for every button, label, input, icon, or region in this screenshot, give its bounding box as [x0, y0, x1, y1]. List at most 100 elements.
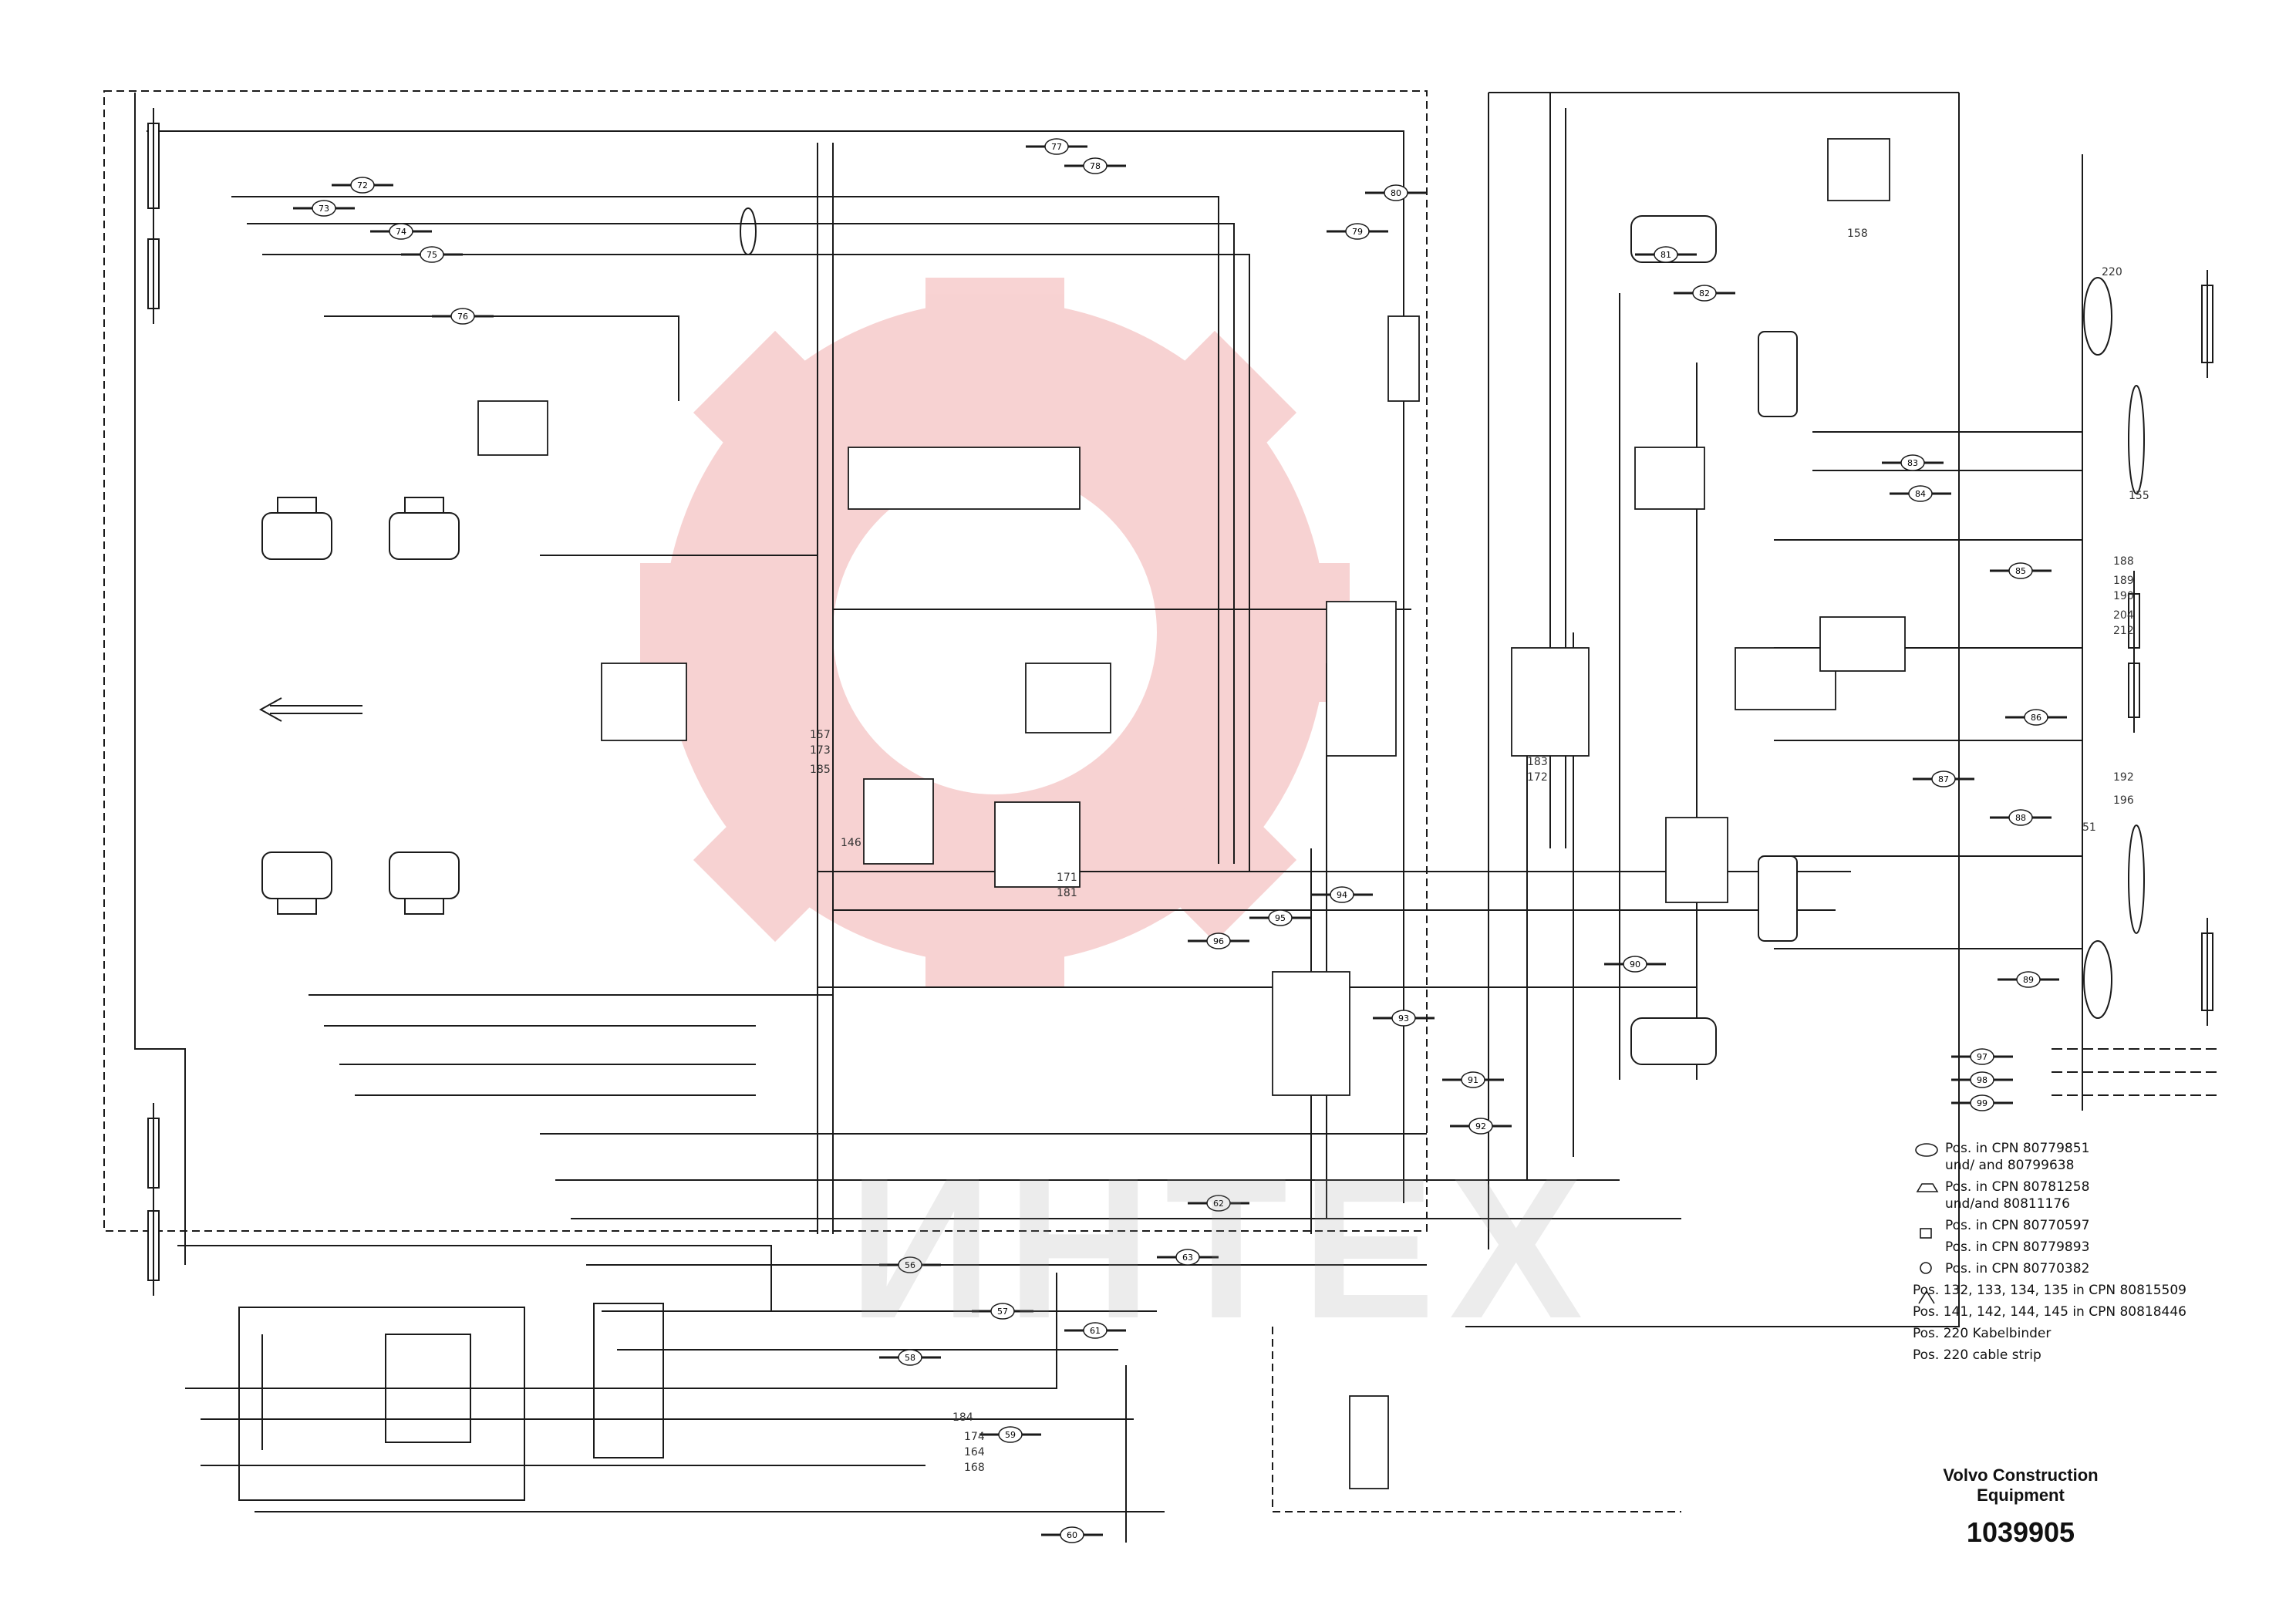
callout-number: 98 [1977, 1075, 1988, 1085]
legend-text: Pos. in CPN 80779851 und/ and 80799638 [1945, 1141, 2090, 1173]
callout-number: 75 [426, 250, 437, 260]
part-number-label: 189 [2113, 575, 2134, 587]
hose-callout: 57 [972, 1303, 1033, 1320]
callout-bubble [1345, 223, 1370, 240]
title-block: Volvo Construction Equipment 1039905 [1913, 1465, 2129, 1549]
callout-bubble [1044, 138, 1069, 155]
part-number-label: 157 [810, 729, 831, 741]
hose-callout: 77 [1026, 138, 1087, 155]
part-number-label: 185 [810, 764, 831, 776]
part-number-label: 172 [1527, 771, 1548, 784]
hose-callout: 98 [1951, 1071, 2013, 1088]
travel-direction-arrow [258, 697, 362, 722]
callout-number: 97 [1977, 1052, 1988, 1062]
part-number-label: 212 [2113, 625, 2134, 637]
callout-bubble [450, 308, 475, 325]
callout-number: 77 [1051, 142, 1062, 152]
callout-bubble [1268, 909, 1293, 926]
hose-callout: 75 [401, 246, 463, 263]
legend-note: Pos. 220 Kabelbinder [1913, 1326, 2052, 1341]
callout-bubble [1330, 886, 1354, 903]
callout-bubble [1970, 1094, 1994, 1111]
callout-bubble [1900, 454, 1925, 471]
callout-number: 84 [1915, 489, 1926, 499]
callout-number: 90 [1630, 959, 1640, 969]
part-number-label: 158 [1847, 228, 1868, 240]
callout-bubble [2008, 809, 2033, 826]
callout-bubble [389, 223, 413, 240]
callout-bubble [1206, 932, 1231, 949]
part-number-label: 188 [2113, 555, 2134, 568]
travel-motor-icons [261, 215, 1798, 1065]
legend-row: Pos. in CPN 80781258 und/and 80811176 [1913, 1179, 2237, 1212]
legend-text: Pos. in CPN 80781258 und/and 80811176 [1945, 1179, 2090, 1212]
callout-bubble [1908, 485, 1933, 502]
hose-callout: 94 [1311, 886, 1373, 903]
part-number-label: 196 [2113, 794, 2134, 807]
hose-callout: 60 [1041, 1526, 1103, 1543]
callout-bubble [1060, 1526, 1084, 1543]
callout-number: 73 [319, 204, 329, 214]
part-number-label: 51 [2082, 821, 2096, 834]
square-icon [1913, 1217, 1945, 1234]
callout-number: 96 [1213, 936, 1224, 946]
hose-callout: 76 [432, 308, 494, 325]
hose-callout: 74 [370, 223, 432, 240]
callout-bubble [1083, 1322, 1108, 1339]
callout-number: 59 [1005, 1430, 1016, 1440]
watermark-text: ИНТЕХ [848, 1137, 1597, 1361]
hose-callout: 84 [1890, 485, 1951, 502]
callout-bubble [1468, 1118, 1493, 1135]
hose-callout: 73 [293, 200, 355, 217]
hose-callout: 81 [1635, 246, 1697, 263]
company-name: Volvo Construction Equipment [1943, 1465, 2099, 1505]
parallelogram-icon [1913, 1179, 1945, 1195]
part-number-label: 146 [841, 837, 861, 849]
callout-bubble [898, 1349, 922, 1366]
hose-callout: 91 [1442, 1071, 1504, 1088]
callout-number: 95 [1275, 913, 1286, 923]
callout-bubble [1461, 1071, 1485, 1088]
callout-number: 82 [1699, 288, 1710, 298]
callout-bubble [1654, 246, 1678, 263]
hose-callout: 89 [1998, 971, 2059, 988]
drawing-number: 1039905 [1966, 1516, 2075, 1548]
part-number-label: 174 [964, 1431, 985, 1443]
callout-number: 78 [1090, 161, 1101, 171]
callout-number: 72 [357, 180, 368, 191]
callout-number: 94 [1337, 890, 1347, 900]
hose-callout: 86 [2005, 709, 2067, 726]
callout-number: 83 [1907, 458, 1918, 468]
callout-number: 87 [1938, 774, 1949, 784]
callout-bubble [312, 200, 336, 217]
hose-callout: 83 [1882, 454, 1944, 471]
callout-number: 93 [1398, 1013, 1409, 1023]
callout-number: 63 [1182, 1253, 1193, 1263]
callout-bubble [998, 1426, 1023, 1443]
callout-bubble [1083, 157, 1108, 174]
callout-bubble [1384, 184, 1408, 201]
callout-number: 62 [1213, 1199, 1224, 1209]
watermark-gear-logo [640, 278, 1350, 987]
legend-note: Pos. 141, 142, 144, 145 in CPN 80818446 [1913, 1304, 2186, 1320]
hose-callout: 90 [1604, 956, 1666, 973]
part-number-label: 181 [1057, 887, 1077, 899]
legend-row: Pos. in CPN 80779851 und/ and 80799638 [1913, 1140, 2237, 1174]
callout-number: 56 [905, 1260, 915, 1270]
hose-callout: 62 [1188, 1195, 1249, 1212]
ellipse-icon [1913, 1140, 1945, 1157]
legend-note: Pos. 132, 133, 134, 135 in CPN 80815509 [1913, 1283, 2186, 1298]
legend-row: Pos. in CPN 80770597 [1913, 1217, 2237, 1234]
callout-number: 99 [1977, 1098, 1988, 1108]
callout-number: 57 [997, 1307, 1008, 1317]
hose-callout: 80 [1365, 184, 1427, 201]
part-number-label: 190 [2113, 590, 2134, 602]
legend: Pos. in CPN 80779851 und/ and 80799638 P… [1913, 1140, 2237, 1368]
hose-callout: 72 [332, 177, 393, 194]
hose-callout: 79 [1327, 223, 1388, 240]
callout-bubble [2016, 971, 2041, 988]
callout-number: 81 [1660, 250, 1671, 260]
callout-bubble [1970, 1048, 1994, 1065]
callout-number: 86 [2031, 713, 2041, 723]
